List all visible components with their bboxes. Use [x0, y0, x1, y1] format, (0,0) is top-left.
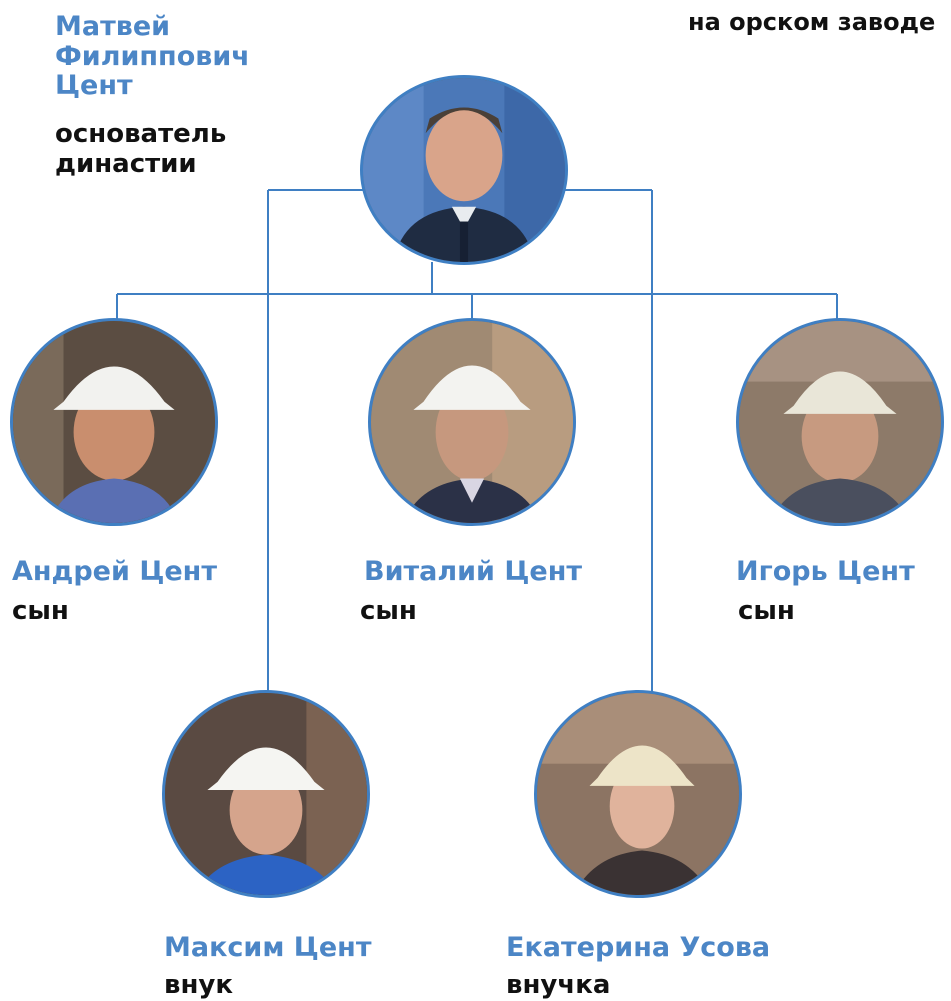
son-photo-vitaliy [368, 318, 576, 526]
granddaughter-photo-ekaterina [534, 690, 742, 898]
founder-role-line: основатель [55, 119, 227, 149]
founder-role: основатель династии [55, 119, 227, 180]
son-name-andrey: Андрей Цент [12, 556, 217, 587]
founder-photo [360, 75, 568, 265]
son-name-igor: Игорь Цент [736, 556, 915, 587]
son-role-vitaliy: сын [360, 596, 417, 626]
founder-name-line: Цент [55, 70, 133, 102]
granddaughter-name-ekaterina: Екатерина Усова [506, 932, 771, 963]
granddaughter-role-ekaterina: внучка [506, 970, 611, 1000]
founder-name-line: Матвей [55, 11, 171, 42]
page-caption: на орском заводе [688, 8, 936, 36]
founder-role-line: династии [55, 148, 197, 179]
founder-name-line: Филиппович [55, 40, 250, 72]
founder-name: Матвей Филиппович Цент [55, 12, 250, 101]
grandson-role-maksim: внук [164, 970, 234, 1000]
son-role-igor: сын [738, 596, 795, 626]
son-photo-andrey [10, 318, 218, 526]
grandson-name-maksim: Максим Цент [164, 932, 372, 963]
son-name-vitaliy: Виталий Цент [364, 556, 583, 587]
grandson-photo-maksim [162, 690, 370, 898]
son-role-andrey: сын [12, 596, 69, 626]
son-photo-igor [736, 318, 944, 526]
